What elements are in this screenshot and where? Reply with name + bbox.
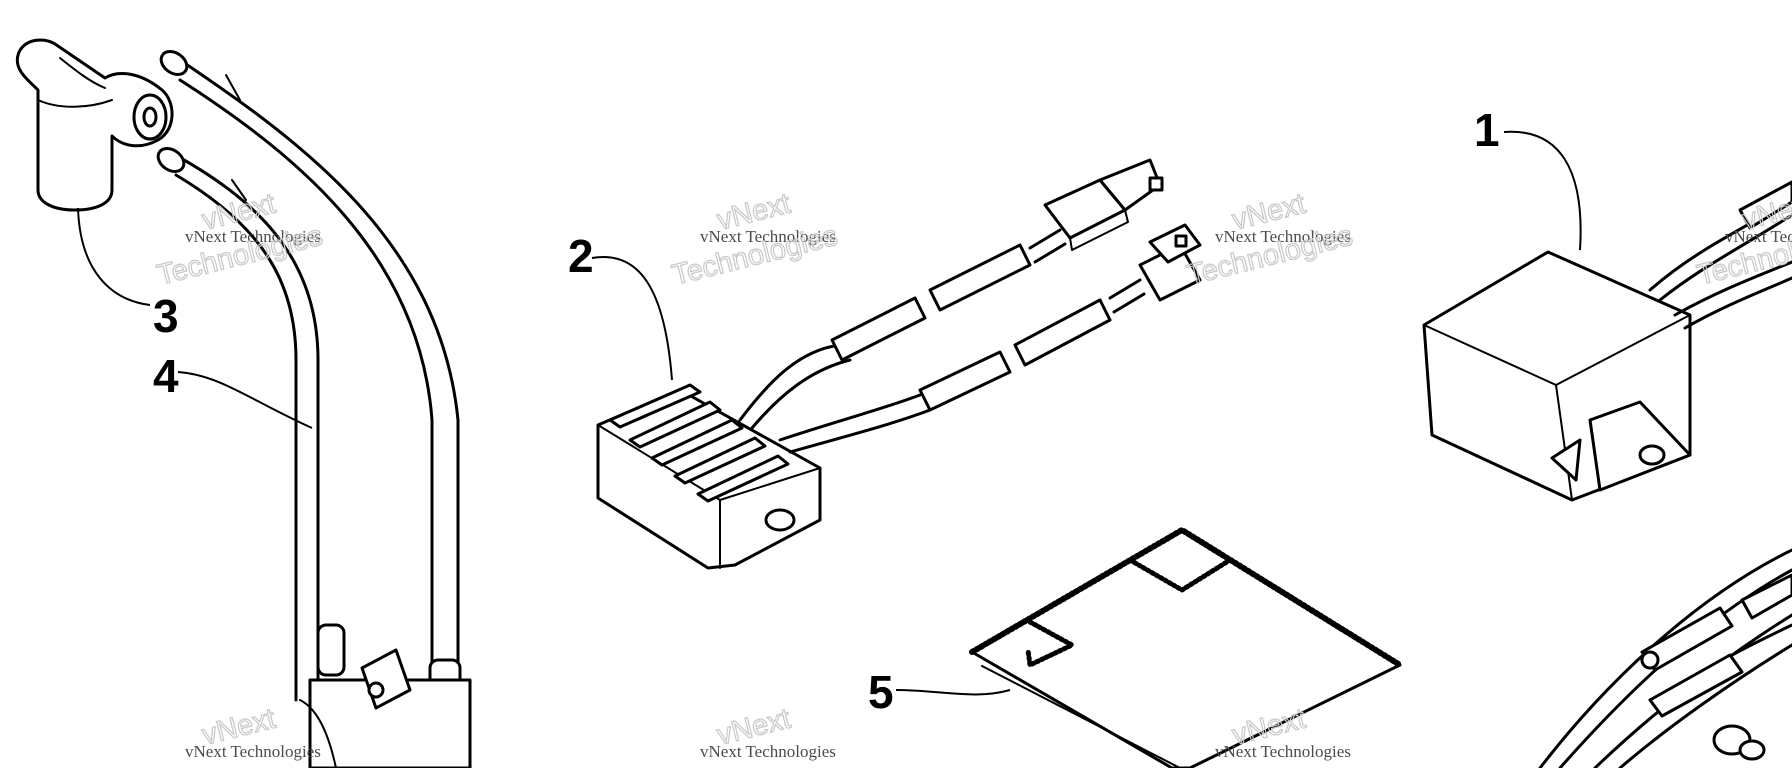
leader-5 <box>895 689 1011 696</box>
watermark-text: vNext Technologies <box>1215 227 1351 246</box>
callout-3[interactable]: 3 <box>153 290 179 342</box>
callout-4[interactable]: 4 <box>153 350 179 402</box>
watermark-text: vNext Technologies <box>1215 742 1351 761</box>
wire-harness[interactable] <box>1538 548 1792 768</box>
watermark-text: vNext Technologies <box>185 227 321 246</box>
insulator-pad[interactable] <box>969 527 1403 768</box>
voltage-regulator[interactable] <box>596 158 1202 570</box>
watermark-text: vNext Technologies <box>185 742 321 761</box>
watermark-text: vNext Technologies <box>1725 227 1792 246</box>
watermark-top-right: vNext vNext Technologies Technologies <box>1183 187 1356 292</box>
leader-3 <box>77 207 151 306</box>
leader-4 <box>177 371 313 429</box>
leader-2 <box>591 256 673 381</box>
watermark-bottom-left: vNext vNext Technologies <box>185 702 321 761</box>
callout-2[interactable]: 2 <box>568 230 594 282</box>
watermark-text: vNext Technologies <box>700 742 836 761</box>
callout-5[interactable]: 5 <box>868 666 894 718</box>
watermark-bottom-right: vNext vNext Technologies <box>1215 702 1351 761</box>
cdi-ignition-box[interactable] <box>1422 180 1792 502</box>
watermark-text: vNext Technologies <box>700 227 836 246</box>
callout-1[interactable]: 1 <box>1474 104 1500 156</box>
watermark-top-center: vNext vNext Technologies Technologies <box>668 187 841 292</box>
ignition-coil-and-leads[interactable] <box>154 47 472 768</box>
watermark-top-far-right: vNext vNext Technologies Technologies <box>1693 187 1792 292</box>
watermark-bottom-center: vNext vNext Technologies <box>700 702 836 761</box>
spark-plug-cap[interactable] <box>15 38 174 212</box>
leader-1 <box>1503 130 1582 251</box>
